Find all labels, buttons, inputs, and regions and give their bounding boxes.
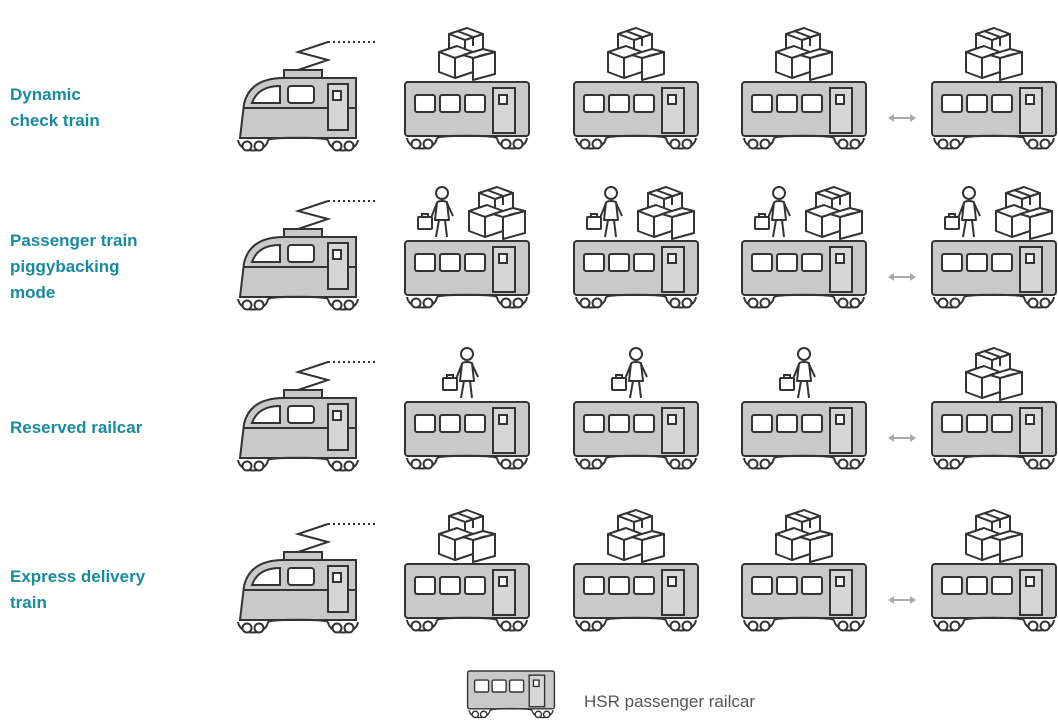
row-label-line: Express delivery xyxy=(10,567,146,586)
row-label-line: Passenger train xyxy=(10,231,138,250)
railcar-icon xyxy=(405,241,529,308)
train-row-4 xyxy=(238,509,1056,633)
railcar-icon xyxy=(405,564,529,631)
train-row-3 xyxy=(238,347,1056,471)
railcar-icon xyxy=(742,82,866,149)
coupling-arrow-icon xyxy=(887,595,917,605)
parcel-boxes-icon xyxy=(775,27,833,81)
passenger-icon xyxy=(754,186,791,238)
locomotive-icon xyxy=(238,524,376,633)
railcar-icon xyxy=(405,82,529,149)
row-label: Dynamic check train xyxy=(10,82,210,134)
row-label: Passenger train piggybacking mode xyxy=(10,228,210,306)
parcel-boxes-icon xyxy=(637,186,695,240)
train-row-1 xyxy=(238,27,1056,151)
row-label-line: check train xyxy=(10,111,100,130)
parcel-boxes-icon xyxy=(468,186,526,240)
coupling-arrow-icon xyxy=(887,113,917,123)
railcar-icon xyxy=(468,671,555,718)
coupling-arrow-icon xyxy=(887,272,917,282)
railcar-icon xyxy=(932,402,1056,469)
parcel-boxes-icon xyxy=(995,186,1053,240)
row-label-line: piggybacking xyxy=(10,257,120,276)
parcel-boxes-icon xyxy=(965,509,1023,563)
coupling-arrow-icon xyxy=(887,433,917,443)
parcel-boxes-icon xyxy=(607,27,665,81)
locomotive-icon xyxy=(238,201,376,310)
parcel-boxes-icon xyxy=(965,347,1023,401)
parcel-boxes-icon xyxy=(438,509,496,563)
passenger-icon xyxy=(442,347,479,399)
row-label: Reserved railcar xyxy=(10,415,210,441)
row-label-line: train xyxy=(10,593,47,612)
parcel-boxes-icon xyxy=(775,509,833,563)
parcel-boxes-icon xyxy=(607,509,665,563)
railcar-icon xyxy=(932,241,1056,308)
row-label-line: Dynamic xyxy=(10,85,81,104)
railcar-icon xyxy=(574,241,698,308)
passenger-icon xyxy=(944,186,981,238)
railcar-icon xyxy=(742,564,866,631)
passenger-icon xyxy=(417,186,454,238)
parcel-boxes-icon xyxy=(965,27,1023,81)
railcar-icon xyxy=(574,564,698,631)
passenger-icon xyxy=(611,347,648,399)
passenger-icon xyxy=(586,186,623,238)
parcel-boxes-icon xyxy=(805,186,863,240)
locomotive-icon xyxy=(238,42,376,151)
railcar-icon xyxy=(574,402,698,469)
locomotive-icon xyxy=(238,362,376,471)
parcel-boxes-icon xyxy=(438,27,496,81)
railcar-icon xyxy=(932,564,1056,631)
passenger-icon xyxy=(779,347,816,399)
railcar-icon xyxy=(742,402,866,469)
railcar-icon xyxy=(574,82,698,149)
row-label-line: mode xyxy=(10,283,56,302)
row-label: Express delivery train xyxy=(10,564,210,616)
railcar-icon xyxy=(742,241,866,308)
railcar-icon xyxy=(932,82,1056,149)
railcar-icon xyxy=(405,402,529,469)
row-label-line: Reserved railcar xyxy=(10,418,143,437)
legend-label: HSR passenger railcar xyxy=(584,692,756,711)
train-row-2 xyxy=(238,186,1056,310)
